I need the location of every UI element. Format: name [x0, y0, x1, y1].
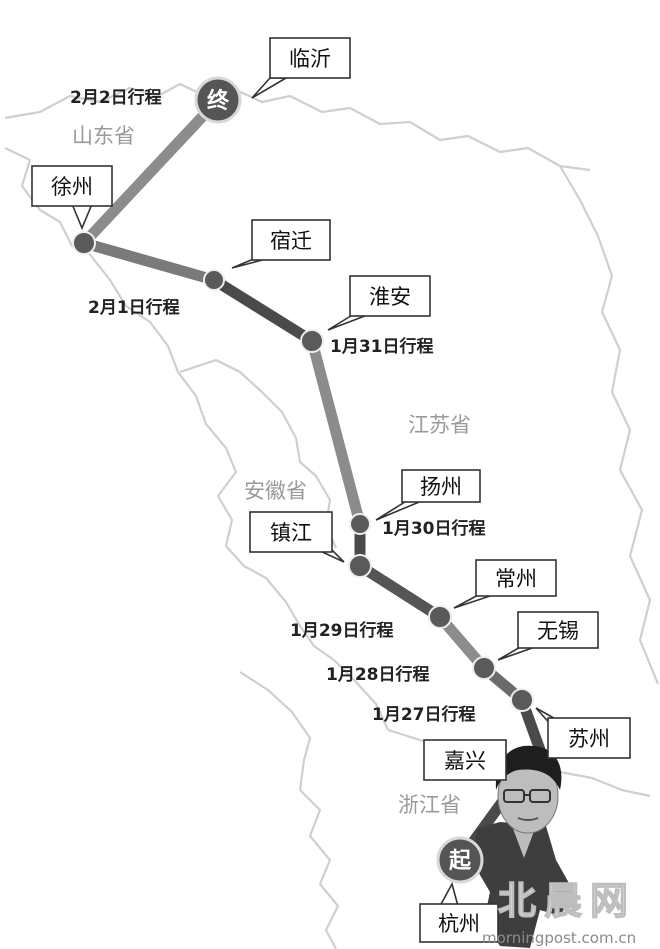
node-huaian — [300, 329, 324, 353]
person-mouth — [517, 817, 539, 821]
city-labels: 临沂 徐州 宿迁 淮安 扬州 镇江 常州 无锡 苏州 嘉兴 杭州 — [51, 47, 610, 936]
city-label-hangzhou: 杭州 — [438, 912, 480, 936]
callout-box-suzhou — [547, 717, 631, 759]
callout-box-suqian — [251, 219, 331, 261]
start-marker-circle — [436, 836, 484, 884]
node-suzhou — [510, 688, 534, 712]
end-marker-label: 终 — [207, 88, 230, 114]
itinerary-label-feb2: 2月2日行程 — [70, 87, 162, 108]
callout-box-changzhou — [475, 559, 557, 597]
city-label-zhenjiang: 镇江 — [270, 521, 312, 545]
node-yangzhou — [349, 513, 371, 535]
itinerary-label-jan28: 1月28日行程 — [326, 664, 430, 685]
city-label-huaian: 淮安 — [369, 285, 411, 309]
province-label-shandong: 山东省 — [72, 124, 135, 148]
callout-box-jiaxing — [423, 739, 507, 781]
watermark-chinese: 北晨网 — [498, 878, 636, 923]
node-suqian — [203, 269, 225, 291]
route-nodes — [72, 231, 534, 712]
node-zhenjiang — [348, 554, 372, 578]
route-segment-feb2 — [78, 94, 224, 249]
callout-pointer-linyi — [251, 77, 289, 99]
route-segment-feb1-b — [208, 274, 318, 347]
callout-pointer-yangzhou — [375, 499, 425, 521]
itinerary-label-jan30: 1月30日行程 — [382, 518, 486, 539]
province-label-zhejiang: 浙江省 — [398, 793, 461, 817]
callout-pointer-xuzhou — [70, 203, 94, 231]
city-callouts — [31, 37, 631, 943]
city-label-changzhou: 常州 — [495, 567, 537, 591]
city-label-wuxi: 无锡 — [537, 619, 579, 643]
east-coast — [559, 165, 660, 685]
city-label-suqian: 宿迁 — [270, 229, 312, 253]
route-segment-feb1-a — [78, 237, 220, 286]
province-label-jiangsu: 江苏省 — [408, 413, 471, 437]
person-shirt — [512, 826, 536, 858]
zhejiang-west — [299, 789, 340, 949]
callout-box-zhenjiang — [249, 511, 333, 553]
anhui-zhejiang — [239, 671, 312, 791]
itinerary-labels: 2月2日行程 2月1日行程 1月31日行程 1月30日行程 1月29日行程 1月… — [70, 87, 486, 725]
route-segment-jan29 — [354, 560, 446, 623]
node-changzhou — [428, 605, 452, 629]
west-border-north — [4, 147, 389, 731]
city-label-xuzhou: 徐州 — [51, 175, 93, 199]
watermark: 北晨网 morningpost.com.cn — [482, 877, 636, 947]
callout-box-xuzhou — [31, 165, 113, 207]
province-borders — [4, 82, 660, 949]
node-xuzhou — [72, 231, 96, 255]
node-wuxi — [472, 656, 496, 680]
callout-pointer-hangzhou — [438, 881, 460, 907]
end-marker-circle — [194, 76, 242, 124]
city-label-yangzhou: 扬州 — [420, 475, 462, 499]
start-marker-label: 起 — [448, 849, 472, 874]
callout-box-huaian — [349, 275, 431, 317]
callout-box-yangzhou — [401, 469, 481, 503]
city-label-suzhou: 苏州 — [568, 727, 610, 751]
itinerary-label-jan31: 1月31日行程 — [330, 336, 434, 357]
route-segment-jan31 — [306, 335, 366, 530]
callout-box-linyi — [269, 37, 351, 79]
province-labels: 山东省 江苏省 安徽省 浙江省 — [72, 124, 471, 817]
itinerary-label-jan27: 1月27日行程 — [372, 704, 476, 725]
province-label-anhui: 安徽省 — [244, 479, 307, 503]
callout-box-wuxi — [517, 611, 599, 649]
shandong-jiangsu-border — [4, 82, 591, 172]
watermark-url: morningpost.com.cn — [482, 929, 636, 947]
end-marker: 终 — [194, 76, 242, 124]
callout-box-hangzhou — [419, 903, 499, 943]
start-marker: 起 — [436, 836, 484, 884]
city-label-jiaxing: 嘉兴 — [444, 749, 486, 773]
person-hair — [495, 745, 562, 790]
itinerary-label-jan29: 1月29日行程 — [290, 620, 394, 641]
anhui-jiangsu-inner — [179, 358, 338, 549]
city-label-linyi: 临沂 — [289, 47, 331, 71]
itinerary-label-feb1: 2月1日行程 — [88, 297, 180, 318]
